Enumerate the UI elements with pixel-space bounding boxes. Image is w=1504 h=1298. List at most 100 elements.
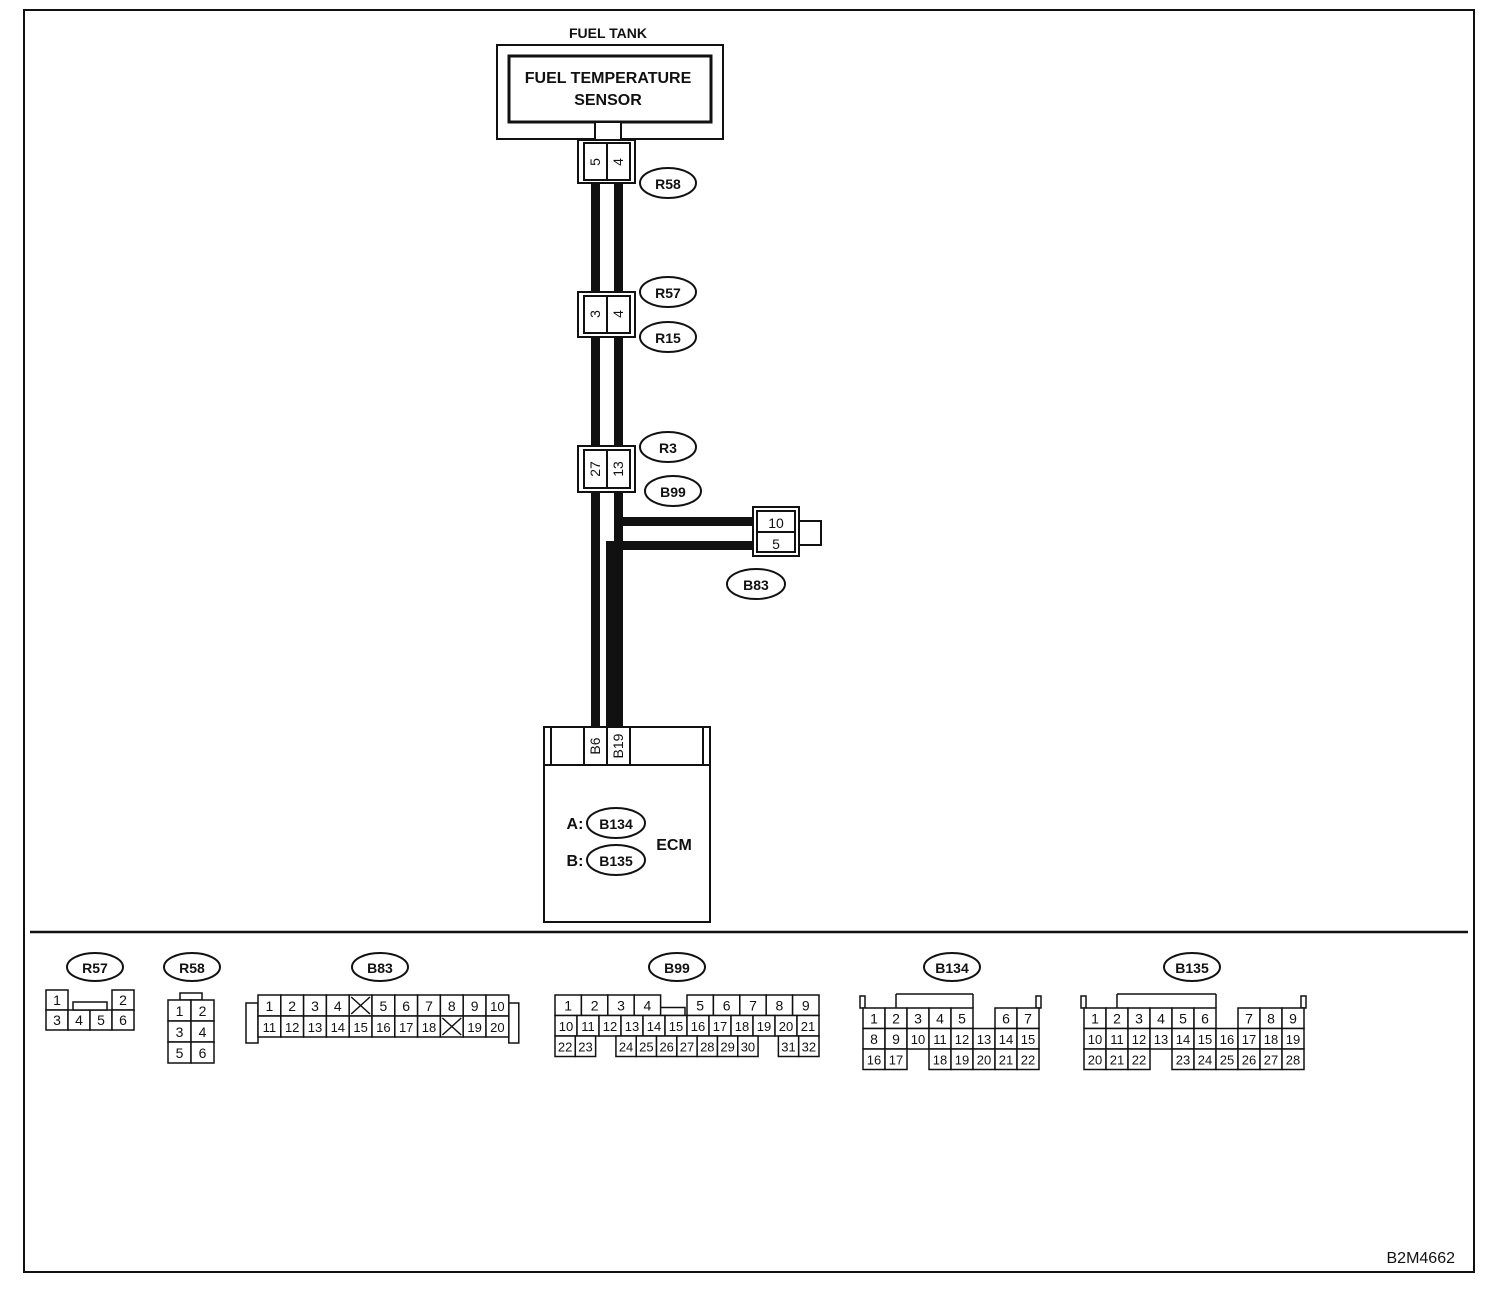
connector-r57-r15: 3 4 R57 R15 <box>577 276 697 353</box>
legend-pin-number: 2 <box>119 992 127 1008</box>
legend-pin-number: 17 <box>889 1053 903 1068</box>
legend-pin-number: 7 <box>1245 1011 1253 1027</box>
legend-pin-number: 21 <box>999 1053 1013 1068</box>
legend-pin-number: 5 <box>696 998 704 1014</box>
legend-pin-number: 4 <box>199 1024 207 1040</box>
legend-pin-number: 15 <box>353 1020 367 1035</box>
legend-pin-number: 12 <box>285 1020 299 1035</box>
legend-pin-number: 5 <box>1179 1011 1187 1027</box>
legend-label-oval <box>66 952 124 982</box>
legend-pin-number: 31 <box>781 1040 795 1055</box>
legend-pin-number: 6 <box>1002 1011 1010 1027</box>
r3-pin-a: 27 <box>587 461 603 477</box>
legend-pin-number: 6 <box>1201 1011 1209 1027</box>
legend-pin-number: 22 <box>1021 1053 1035 1068</box>
legend-pin-cell <box>1016 1048 1040 1071</box>
legend-pin-number: 1 <box>53 992 61 1008</box>
legend-pin-number: 25 <box>1220 1053 1234 1068</box>
legend-pin-number: 12 <box>955 1032 969 1047</box>
legend-pin-number: 15 <box>1198 1032 1212 1047</box>
legend-pin-number: 18 <box>1264 1032 1278 1047</box>
legend-pin-number: 19 <box>467 1020 481 1035</box>
legend-pin-number: 27 <box>680 1040 694 1055</box>
legend-pin-number: 21 <box>1110 1053 1124 1068</box>
ecm-label: ECM <box>656 837 692 854</box>
legend-label: B135 <box>1175 960 1209 976</box>
legend-pin-number: 13 <box>625 1019 639 1034</box>
legend-pin-number: 22 <box>1132 1053 1146 1068</box>
legend-pin-number: 20 <box>490 1020 504 1035</box>
connector-r3-b99: 27 13 R3 B99 <box>577 431 702 507</box>
legend-pin-number: 5 <box>97 1012 105 1028</box>
legend-pin-number: 7 <box>1024 1011 1032 1027</box>
r15-label: R15 <box>655 330 681 346</box>
b83-pin-a: 10 <box>768 515 784 531</box>
legend-pin-number: 8 <box>448 998 456 1014</box>
legend-pin-number: 4 <box>644 998 652 1014</box>
legend-label: B99 <box>664 960 690 976</box>
legend-pin-number: 28 <box>700 1040 714 1055</box>
legend-pin-number: 19 <box>1286 1032 1300 1047</box>
diagram-frame <box>23 9 1475 1273</box>
legend-pin-number: 11 <box>581 1019 595 1034</box>
legend-pin-number: 8 <box>1267 1011 1275 1027</box>
legend-tab <box>1080 995 1087 1009</box>
legend-pin-cell <box>797 1035 820 1058</box>
ecm-conn-a-prefix: A: <box>567 816 584 833</box>
legend-pin-number: 24 <box>1198 1053 1212 1068</box>
legend-pin-number: 26 <box>659 1040 673 1055</box>
legend-pin-number: 3 <box>176 1024 184 1040</box>
legend-label: B83 <box>367 960 393 976</box>
legend-pin-number: 2 <box>591 998 599 1014</box>
legend-pin-number: 1 <box>870 1011 878 1027</box>
legend-pin-number: 18 <box>933 1053 947 1068</box>
ecm-unit: B6 B19 A: B134 B: B135 ECM <box>543 726 711 923</box>
fuel-temperature-sensor-box <box>507 54 713 124</box>
legend-pin-number: 4 <box>936 1011 944 1027</box>
legend-pin-number: 30 <box>741 1040 755 1055</box>
legend-pin-number: 14 <box>331 1020 345 1035</box>
legend-pin-number: 3 <box>1135 1011 1143 1027</box>
legend-pin-number: 27 <box>1264 1053 1278 1068</box>
legend-pin-number: 8 <box>870 1031 878 1047</box>
b83-label: B83 <box>743 577 769 593</box>
legend-pin-cell <box>884 1048 908 1071</box>
legend-pin-number: 26 <box>1242 1053 1256 1068</box>
r58-pin-b: 4 <box>610 158 626 166</box>
legend-pin-number: 1 <box>1091 1011 1099 1027</box>
legend-pin-number: 15 <box>669 1019 683 1034</box>
r57-pin-b: 4 <box>610 310 626 318</box>
legend-pin-number: 28 <box>1286 1053 1300 1068</box>
legend-pin-number: 9 <box>471 998 479 1014</box>
legend-pin-number: 25 <box>639 1040 653 1055</box>
legend-pin-number: 21 <box>801 1019 815 1034</box>
legend-pin-number: 13 <box>308 1020 322 1035</box>
legend-pin-number: 4 <box>1157 1011 1165 1027</box>
legend-pin-number: 2 <box>892 1011 900 1027</box>
legend-label: R58 <box>179 960 205 976</box>
sensor-label-line2: SENSOR <box>574 92 642 109</box>
legend-pin-number: 10 <box>490 999 504 1014</box>
legend-unused-pin <box>350 996 371 1015</box>
legend-label-oval <box>163 952 221 982</box>
legend-pin-number: 5 <box>176 1045 184 1061</box>
legend-pin-number: 14 <box>1176 1032 1190 1047</box>
legend-pin-number: 32 <box>802 1040 816 1055</box>
legend-pin-number: 16 <box>691 1019 705 1034</box>
legend-pin-number: 4 <box>75 1012 83 1028</box>
legend-pin-cell <box>574 1035 597 1058</box>
ecm-pin-b6: B6 <box>587 737 603 754</box>
legend-pin-number: 2 <box>199 1003 207 1019</box>
legend-pin-number: 22 <box>558 1040 572 1055</box>
r57-pin-a: 3 <box>587 310 603 318</box>
r3-pin-b: 13 <box>610 461 626 477</box>
legend-pin-number: 1 <box>266 998 274 1014</box>
legend-pin-number: 20 <box>1088 1053 1102 1068</box>
legend-pin-number: 12 <box>1132 1032 1146 1047</box>
legend-pin-number: 10 <box>911 1032 925 1047</box>
